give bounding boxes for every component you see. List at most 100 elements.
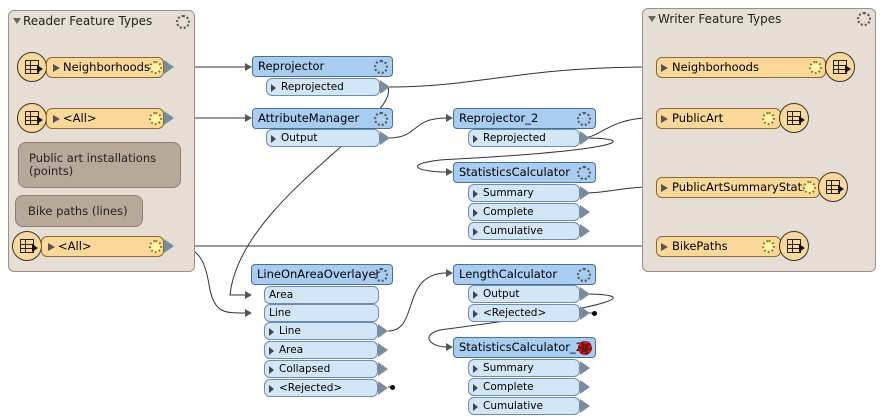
writer-panel-title: Writer Feature Types <box>658 12 782 26</box>
gear-icon[interactable] <box>762 240 775 253</box>
output-port-output[interactable]: Output <box>468 285 580 303</box>
gear-icon[interactable] <box>149 240 162 253</box>
output-port-icon[interactable] <box>580 306 590 320</box>
writer-feature-publicartsummarystats[interactable]: PublicArtSummaryStats <box>656 177 820 198</box>
writer-feature-neighborhoods[interactable]: Neighborhoods <box>656 57 826 78</box>
feature-label: BikePaths <box>672 239 728 253</box>
port-label: Collapsed <box>279 363 331 375</box>
gear-icon[interactable] <box>149 112 162 125</box>
gear-icon[interactable] <box>762 112 775 125</box>
input-arrow-icon[interactable] <box>661 115 668 123</box>
gear-icon[interactable] <box>577 268 591 282</box>
expand-arrow-icon[interactable] <box>53 115 60 123</box>
gear-icon[interactable] <box>176 15 190 29</box>
reader-feature-all-2[interactable]: <All> <box>41 236 164 257</box>
gear-icon[interactable] <box>374 112 388 126</box>
port-arrow-icon <box>269 328 274 336</box>
output-port-icon[interactable] <box>164 111 174 125</box>
output-port-icon[interactable] <box>378 343 388 357</box>
output-port-area[interactable]: Area <box>264 341 378 359</box>
reader-feature-all-1[interactable]: <All> <box>46 108 164 129</box>
transformer-reprojector-2[interactable]: Reprojector_2 <box>453 108 596 129</box>
output-port-cumulative[interactable]: Cumulative <box>468 222 580 240</box>
output-port-reprojected[interactable]: Reprojected <box>468 129 580 147</box>
gear-icon[interactable] <box>803 181 816 194</box>
input-arrow-icon[interactable] <box>446 114 453 122</box>
transformer-lineonareaoverlayer[interactable]: LineOnAreaOverlayer <box>251 264 393 285</box>
output-port-reprojected[interactable]: Reprojected <box>266 78 380 96</box>
output-port-rejected[interactable]: <Rejected> <box>264 379 378 397</box>
input-arrow-icon[interactable] <box>446 168 453 176</box>
transformer-reprojector[interactable]: Reprojector <box>252 56 393 77</box>
transformer-statisticscalculator-2[interactable]: StatisticsCalculator_2 <box>453 337 596 358</box>
gear-icon[interactable] <box>577 166 591 180</box>
gear-icon[interactable] <box>149 61 162 74</box>
collapse-caret-icon[interactable] <box>13 18 21 24</box>
input-arrow-icon[interactable] <box>446 269 453 277</box>
input-arrow-icon[interactable] <box>245 309 252 317</box>
annotation-text: Bike paths (lines) <box>28 204 128 218</box>
input-arrow-icon[interactable] <box>661 64 668 72</box>
output-port-icon[interactable] <box>580 380 590 394</box>
writer-feature-bikepaths[interactable]: BikePaths <box>656 236 781 257</box>
port-arrow-icon <box>269 366 274 374</box>
output-port-collapsed[interactable]: Collapsed <box>264 360 378 378</box>
warning-gear-icon[interactable] <box>578 341 592 355</box>
transformer-title: Reprojector_2 <box>459 111 539 125</box>
gear-icon[interactable] <box>374 60 388 74</box>
gear-icon[interactable] <box>809 61 822 74</box>
output-port-icon[interactable] <box>580 287 590 301</box>
output-port-cumulative[interactable]: Cumulative <box>468 397 580 415</box>
port-arrow-icon <box>473 190 478 198</box>
gear-icon[interactable] <box>577 112 591 126</box>
expand-arrow-icon[interactable] <box>48 243 55 251</box>
input-port-area[interactable]: Area <box>264 286 379 304</box>
input-arrow-icon[interactable] <box>245 291 252 299</box>
output-port-line[interactable]: Line <box>264 322 378 340</box>
port-label: Output <box>281 132 318 144</box>
port-arrow-icon <box>473 135 478 143</box>
output-port-icon[interactable] <box>378 381 388 395</box>
output-port-icon[interactable] <box>378 324 388 338</box>
link-line-lengthcalculator <box>387 272 448 332</box>
reader-table-icon <box>17 52 47 82</box>
output-port-output[interactable]: Output <box>266 129 380 147</box>
gear-icon[interactable] <box>857 12 871 26</box>
gear-icon[interactable] <box>374 268 388 282</box>
annotation-text: Public art installations (points) <box>29 151 157 178</box>
writer-feature-publicart[interactable]: PublicArt <box>656 108 781 129</box>
input-arrow-icon[interactable] <box>245 63 252 71</box>
output-port-icon[interactable] <box>378 362 388 376</box>
input-arrow-icon[interactable] <box>661 243 668 251</box>
annotation-public-art[interactable]: Public art installations (points) <box>18 142 181 188</box>
input-port-line[interactable]: Line <box>264 304 379 322</box>
reader-feature-neighborhoods[interactable]: Neighborhoods <box>46 57 164 78</box>
output-port-icon[interactable] <box>580 361 590 375</box>
input-arrow-icon[interactable] <box>661 184 668 192</box>
output-port-icon[interactable] <box>164 60 174 74</box>
transformer-attributemanager[interactable]: AttributeManager <box>252 108 393 129</box>
output-port-icon[interactable] <box>380 80 390 94</box>
output-port-icon[interactable] <box>380 131 390 145</box>
output-port-icon[interactable] <box>580 399 590 413</box>
output-port-icon[interactable] <box>580 224 590 238</box>
annotation-bike-paths[interactable]: Bike paths (lines) <box>15 195 143 227</box>
output-port-icon[interactable] <box>580 205 590 219</box>
output-port-summary[interactable]: Summary <box>468 184 580 202</box>
output-port-icon[interactable] <box>164 239 174 253</box>
expand-arrow-icon[interactable] <box>53 64 60 72</box>
output-port-icon[interactable] <box>580 186 590 200</box>
collapse-caret-icon[interactable] <box>648 16 656 22</box>
output-port-summary[interactable]: Summary <box>468 359 580 377</box>
input-arrow-icon[interactable] <box>245 114 252 122</box>
port-label: Reprojected <box>483 132 546 144</box>
transformer-lengthcalculator[interactable]: LengthCalculator <box>453 264 596 285</box>
transformer-statisticscalculator[interactable]: StatisticsCalculator <box>453 162 596 183</box>
output-port-rejected[interactable]: <Rejected> <box>468 304 580 322</box>
output-port-complete[interactable]: Complete <box>468 203 580 221</box>
input-arrow-icon[interactable] <box>446 343 453 351</box>
feature-label: PublicArt <box>672 111 724 125</box>
output-port-complete[interactable]: Complete <box>468 378 580 396</box>
output-port-icon[interactable] <box>580 131 590 145</box>
writer-table-icon <box>779 231 809 261</box>
